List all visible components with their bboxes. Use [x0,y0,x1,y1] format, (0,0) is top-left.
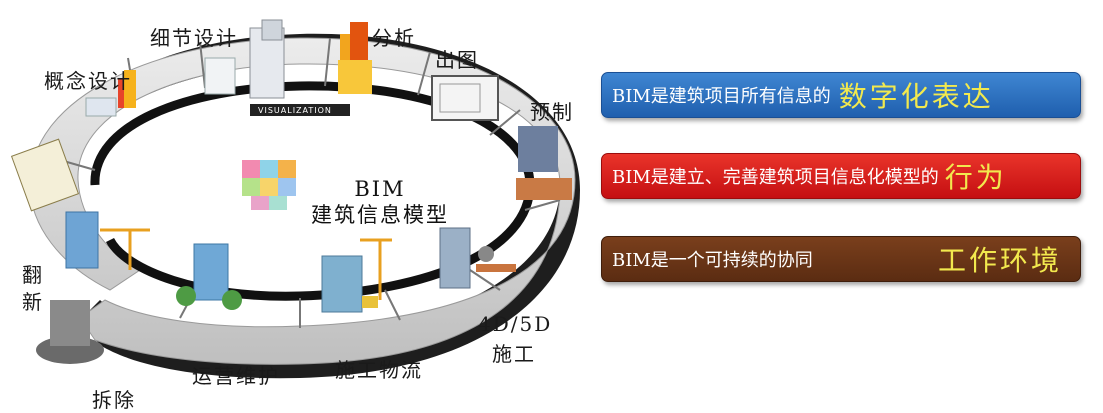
drawing-illustration [431,75,499,121]
renovation-illustration [65,211,150,270]
stage-renovation-char2: 新 [22,290,42,314]
prefab-illustration [516,126,572,200]
bim-cube-icon [242,160,296,210]
center-title-line1: BIM [354,177,406,201]
stage-analysis: 分析 [372,26,416,50]
stage-4d5d-line1: 4D/5D [478,312,553,336]
visualization-band [250,104,350,116]
stage-detail-design: 细节设计 [150,26,238,50]
stage-4d5d-line2: 施工 [492,342,536,366]
banner-behavior: BIM是建立、完善建筑项目信息化模型的 行为 [601,153,1081,199]
banner-1-text: BIM是建筑项目所有信息的 [612,86,831,107]
banner-3-highlight: 工作环境 [937,244,1062,277]
lifecycle-ring: VISUALIZATION [10,19,580,379]
stage-prefab: 预制 [530,100,574,124]
detail-design-illustration [204,19,285,99]
ring-surface [29,37,576,365]
banner-3-text: BIM是一个可持续的协同 [612,250,813,271]
visualization-text: VISUALIZATION [258,106,332,115]
banner-2-highlight: 行为 [944,161,1007,194]
banner-1-highlight: 数字化表达 [838,80,994,113]
banner-work-environment: BIM是一个可持续的协同 工作环境 [601,236,1081,282]
ring-side [49,33,580,379]
stage-operation: 运营维护 [192,364,280,388]
banner-digital-expression: BIM是建筑项目所有信息的 数字化表达 [601,72,1081,118]
center-title-line2: 建筑信息模型 [311,203,449,227]
stage-drawing: 出图 [435,48,479,72]
demolition-rubble-illustration [36,300,104,364]
construction-4d5d-illustration [439,227,516,289]
stage-renovation: 翻 新 [22,262,46,316]
banner-2-text: BIM是建立、完善建筑项目信息化模型的 [612,167,939,188]
stage-concept-design: 概念设计 [44,69,132,93]
center-title: BIM 建筑信息模型 [305,176,455,228]
concept-design-illustration [85,70,136,117]
document-clipboard-illustration [10,138,80,212]
stage-renovation-char1: 翻 [22,263,42,287]
operation-illustration [176,243,242,310]
stage-logistics: 施工物流 [335,358,423,382]
analysis-illustration [338,22,372,94]
logistics-illustration [321,238,392,313]
stage-demolition: 拆除 [92,388,136,412]
